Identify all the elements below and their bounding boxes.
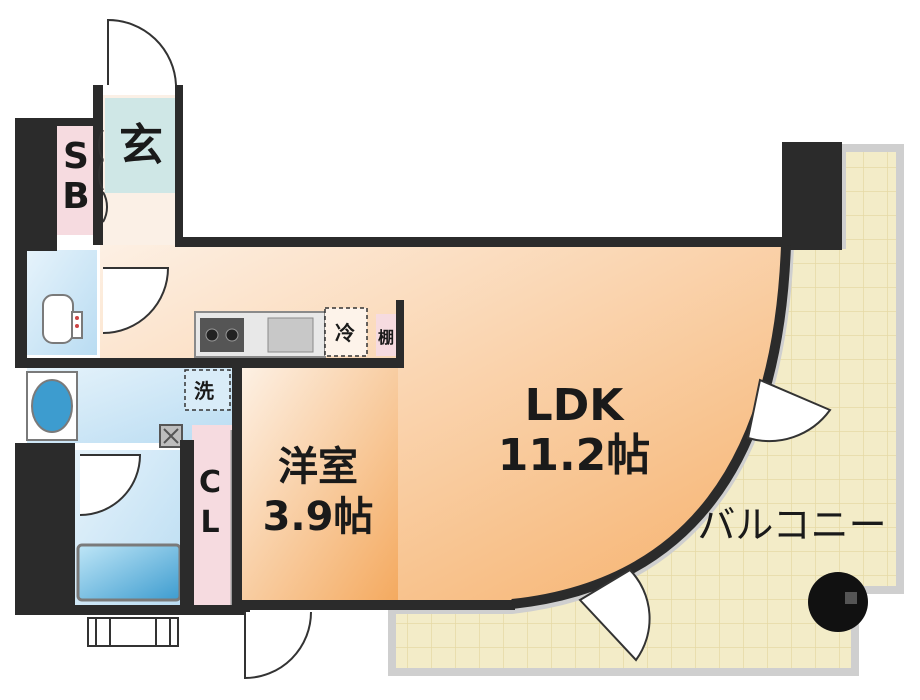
drain-icon [808,572,868,632]
shoe-box [57,125,95,235]
curved-wall [511,244,791,609]
entrance-label: 玄 [119,120,163,171]
sink-icon [26,371,78,441]
genkan-tile [105,98,175,193]
shoe-box-label-1: S [63,136,89,177]
shelf-label: 棚 [378,328,394,347]
vent-icon [159,424,183,448]
western-room-size: 3.9帖 [263,494,374,540]
western-room-floor [240,368,398,605]
balcony-label: バルコニー [697,503,886,547]
doors [79,18,832,680]
kitchen-counter [194,311,326,358]
washer-label: 洗 [194,379,214,403]
ldk-size: 11.2帖 [498,430,651,481]
bathtub-icon [76,543,182,602]
shoe-box-label-2: B [62,176,89,217]
closet-label-1: C [199,465,221,500]
fridge-space [324,307,368,357]
western-room-name: 洋室 [278,444,358,490]
outdoor-unit-icon [87,617,179,647]
walls [15,85,842,615]
fridge-label: 冷 [335,321,355,345]
closet [192,425,232,605]
washer-space [184,369,231,411]
ldk-name: LDK [525,380,626,431]
toilet-icon [42,294,83,344]
closet-label-2: L [200,505,219,540]
